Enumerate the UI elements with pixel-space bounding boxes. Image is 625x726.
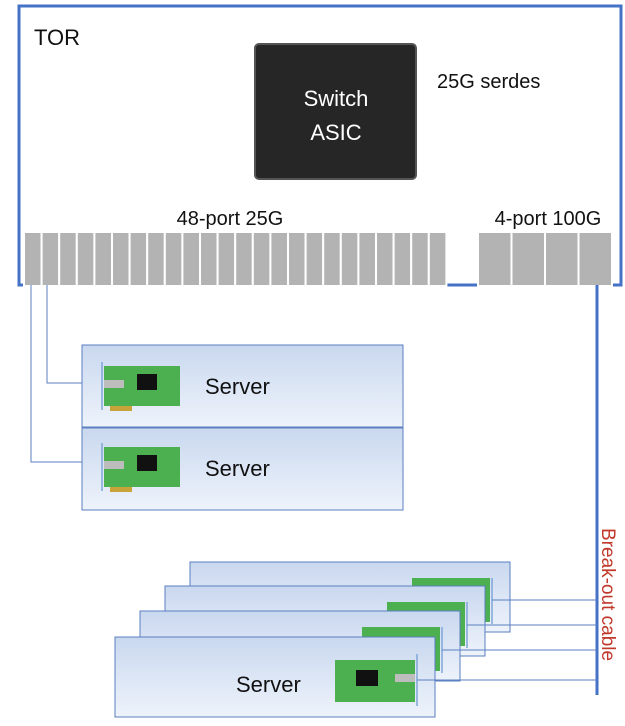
nic-card — [335, 654, 418, 706]
port — [251, 231, 272, 287]
server-1: Server — [81, 344, 404, 428]
port — [23, 231, 43, 287]
ports-100g-group — [477, 231, 613, 287]
port — [40, 231, 61, 287]
port — [339, 231, 360, 287]
port — [146, 231, 166, 287]
port — [93, 231, 114, 287]
port — [163, 231, 184, 287]
port — [510, 231, 546, 287]
server-stack-1: Server — [114, 636, 436, 718]
port — [357, 231, 377, 287]
port — [269, 231, 289, 287]
port — [544, 231, 580, 287]
port — [58, 231, 78, 287]
port — [234, 231, 254, 287]
asic-chip — [254, 43, 417, 180]
ports-25g-group — [23, 231, 448, 287]
port — [199, 231, 219, 287]
port — [287, 231, 307, 287]
port — [111, 231, 131, 287]
tor-switch: TOR Switch ASIC 25G serdes 48-port 25G 4… — [17, 4, 623, 287]
switch-asic: Switch ASIC — [254, 43, 417, 180]
server-2: Server — [81, 427, 404, 511]
server-label: Server — [205, 456, 270, 481]
asic-label-line1: Switch — [304, 86, 369, 111]
tor-label: TOR — [34, 25, 80, 50]
server-label: Server — [205, 374, 270, 399]
port — [477, 231, 513, 287]
port — [304, 231, 325, 287]
server-label: Server — [236, 672, 301, 697]
port — [75, 231, 96, 287]
port — [577, 231, 613, 287]
connection-line — [30, 285, 104, 463]
ports-25g-label: 48-port 25G — [177, 208, 284, 230]
port — [216, 231, 237, 287]
port — [392, 231, 413, 287]
serdes-label: 25G serdes — [437, 71, 540, 93]
server-stack: Server — [114, 561, 511, 718]
breakout-label: Break-out cable — [597, 528, 618, 661]
port — [181, 231, 201, 287]
nic-card — [101, 443, 180, 492]
asic-label-line2: ASIC — [310, 120, 361, 145]
breakout-cable: Break-out cable — [417, 285, 618, 695]
port — [427, 231, 448, 287]
port — [375, 231, 395, 287]
port — [322, 231, 342, 287]
port — [128, 231, 149, 287]
ports-100g-label: 4-port 100G — [495, 208, 602, 230]
port — [410, 231, 430, 287]
nic-card — [101, 362, 180, 411]
